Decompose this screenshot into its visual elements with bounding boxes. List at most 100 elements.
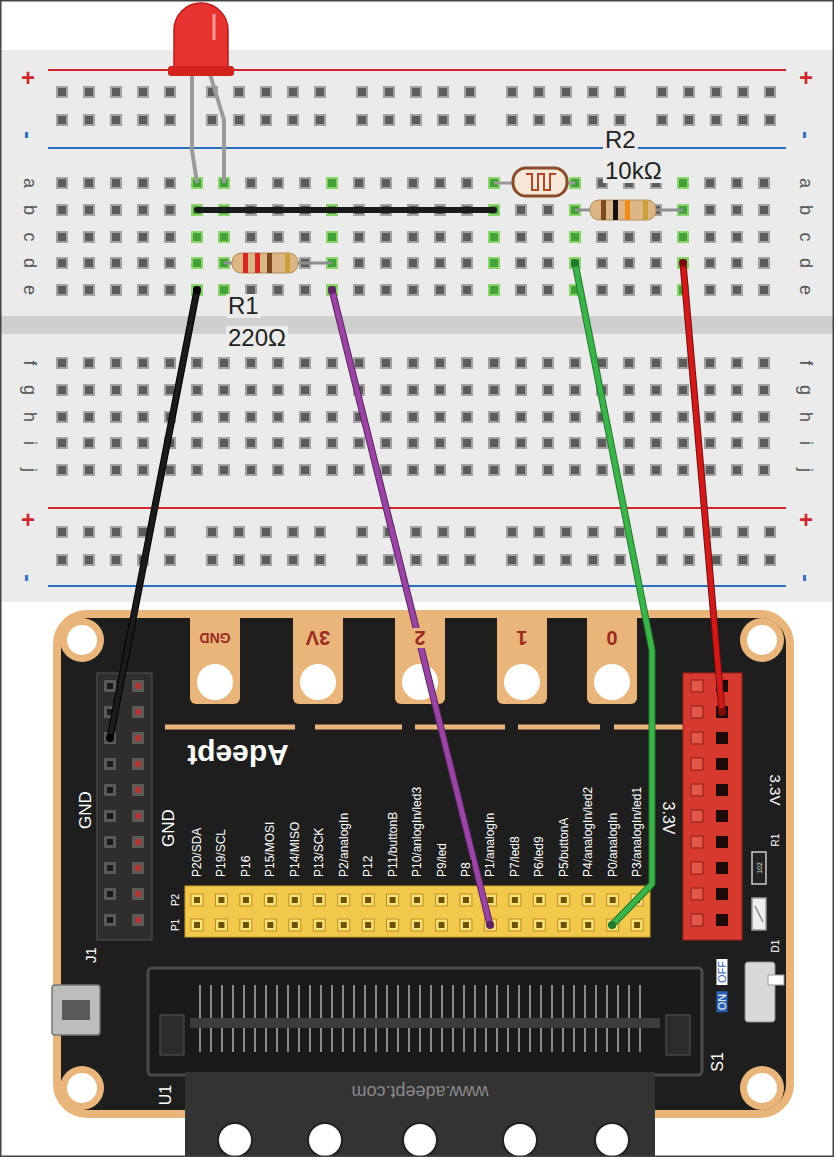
- breadboard-hole-center: [193, 233, 201, 241]
- breadboard-hole-center: [685, 116, 693, 124]
- breadboard-hole: [461, 231, 473, 243]
- breadboard-hole: [506, 554, 518, 566]
- part-value: 220Ω: [226, 326, 288, 350]
- header-pin: [716, 836, 728, 848]
- breadboard-hole-center: [625, 386, 633, 394]
- header-pin: [716, 888, 728, 900]
- breadboard-hole: [488, 384, 500, 396]
- breadboard-hole-center: [685, 556, 693, 564]
- breadboard-hole-center: [466, 556, 474, 564]
- breadboard-hole: [623, 437, 635, 449]
- breadboard-hole: [437, 526, 449, 538]
- breadboard-hole: [326, 437, 338, 449]
- breadboard-hole-center: [652, 259, 660, 267]
- header-pin-center: [107, 735, 113, 741]
- gpio-header: [185, 886, 650, 937]
- breadboard-hole: [56, 257, 68, 269]
- breadboard-hole: [704, 231, 716, 243]
- breadboard-hole: [461, 411, 473, 423]
- breadboard-hole-center: [412, 528, 420, 536]
- breadboard-hole-center: [247, 359, 255, 367]
- breadboard-hole: [737, 554, 749, 566]
- breadboard-hole-center: [85, 556, 93, 564]
- breadboard-hole-center: [355, 286, 363, 294]
- breadboard-hole: [164, 284, 176, 296]
- wire-end: [328, 286, 336, 294]
- breadboard-hole-center: [166, 206, 174, 214]
- breadboard-hole-center: [301, 179, 309, 187]
- silk-stripe: [415, 725, 505, 730]
- row-letter: g: [797, 383, 815, 397]
- header-pin: [691, 784, 703, 796]
- breadboard-hole-center: [58, 206, 66, 214]
- wire-core: [575, 263, 652, 925]
- breadboard-hole-center: [706, 233, 714, 241]
- breadboard-hole-center: [58, 116, 66, 124]
- breadboard-hole-center: [571, 259, 579, 267]
- breadboard-hole-center: [589, 556, 597, 564]
- breadboard-hole: [83, 437, 95, 449]
- breadboard-hole: [704, 177, 716, 189]
- breadboard-hole: [164, 257, 176, 269]
- header-pin-center: [610, 897, 616, 903]
- silk-label: D1: [771, 938, 781, 955]
- breadboard-hole: [737, 526, 749, 538]
- breadboard-hole-center: [355, 259, 363, 267]
- breadboard-hole: [356, 526, 368, 538]
- breadboard-hole-center: [490, 466, 498, 474]
- row-letter: b: [21, 203, 39, 217]
- header-pin: [387, 919, 399, 931]
- header-pin: [132, 810, 144, 822]
- breadboard-hole: [710, 114, 722, 126]
- breadboard-hole: [410, 526, 422, 538]
- row-letter: a: [797, 176, 815, 190]
- breakout-board: [52, 612, 790, 1114]
- breadboard-hole-center: [652, 439, 660, 447]
- breadboard-hole-center: [385, 556, 393, 564]
- breadboard-hole-center: [571, 233, 579, 241]
- header-pin: [691, 680, 703, 692]
- breadboard-hole-center: [436, 286, 444, 294]
- breadboard-hole-center: [328, 179, 336, 187]
- breadboard-hole: [110, 464, 122, 476]
- breadboard-hole: [656, 554, 668, 566]
- breadboard-hole: [656, 114, 668, 126]
- breadboard-hole-center: [463, 179, 471, 187]
- header-pin-center: [439, 897, 445, 903]
- wire-end: [679, 259, 687, 267]
- breadboard-hole-center: [139, 233, 147, 241]
- rail-sign: -: [794, 129, 818, 141]
- breadboard-hole-center: [685, 88, 693, 96]
- breadboard-hole-center: [535, 528, 543, 536]
- breadboard-hole: [410, 114, 422, 126]
- header-pin: [691, 732, 703, 744]
- breadboard-hole: [542, 437, 554, 449]
- breadboard-hole-center: [658, 88, 666, 96]
- breadboard-hole: [596, 231, 608, 243]
- breadboard-hole-center: [562, 88, 570, 96]
- pad-label: 2: [412, 628, 427, 648]
- header-pin: [104, 784, 116, 796]
- breadboard-hole-center: [508, 528, 516, 536]
- breadboard-hole-center: [328, 233, 336, 241]
- breadboard-hole: [542, 411, 554, 423]
- breadboard-hole: [461, 257, 473, 269]
- breadboard-hole-center: [85, 413, 93, 421]
- breadboard-hole-center: [193, 286, 201, 294]
- header-pin-center: [107, 813, 113, 819]
- breadboard-hole: [83, 86, 95, 98]
- breadboard-hole-center: [58, 466, 66, 474]
- mount-hole: [67, 1073, 97, 1103]
- header-pin: [691, 706, 703, 718]
- breadboard-hole: [110, 86, 122, 98]
- breadboard-hole: [56, 464, 68, 476]
- breadboard-hole: [569, 384, 581, 396]
- header-pin: [582, 894, 594, 906]
- pin-label: P19/SCL: [215, 827, 227, 879]
- breadboard-hole-center: [598, 259, 606, 267]
- breadboard-hole: [353, 177, 365, 189]
- breadboard-hole: [542, 357, 554, 369]
- breadboard-hole: [677, 437, 689, 449]
- breadboard-hole-center: [625, 259, 633, 267]
